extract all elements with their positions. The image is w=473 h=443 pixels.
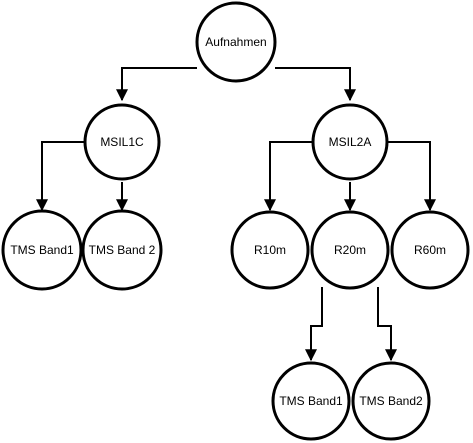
node-r20m: R20m	[310, 210, 390, 290]
node-circle	[311, 103, 389, 181]
node-r60m: R60m	[390, 210, 470, 290]
edge-r20m-tms-band2	[377, 287, 397, 362]
node-circle	[81, 209, 163, 291]
node-circle	[230, 210, 310, 290]
edge-msil2a-r60m	[387, 141, 436, 212]
node-label: TMS Band1	[10, 243, 74, 257]
node-label: R60m	[414, 243, 446, 257]
node-label: R20m	[334, 243, 366, 257]
node-tms-band1-l1c: TMS Band1	[1, 209, 83, 291]
node-circle	[351, 361, 431, 441]
edge-root-msil2a	[275, 67, 356, 102]
edge-root-msil1c	[116, 67, 197, 102]
node-tms-band2-r20m: TMS Band2	[351, 361, 431, 441]
edges	[36, 67, 436, 362]
node-label: TMS Band1	[279, 394, 343, 408]
node-msil1c: MSIL1C	[83, 103, 161, 181]
node-label: TMS Band 2	[89, 243, 156, 257]
node-tms-band1-r20m: TMS Band1	[271, 361, 351, 441]
node-circle	[271, 361, 351, 441]
node-aufnahmen: Aufnahmen	[195, 1, 277, 83]
node-msil2a: MSIL2A	[311, 103, 389, 181]
node-circle	[390, 210, 470, 290]
node-label: R10m	[254, 243, 286, 257]
node-circle	[310, 210, 390, 290]
node-circle	[83, 103, 161, 181]
node-label: Aufnahmen	[205, 35, 266, 49]
node-circle	[1, 209, 83, 291]
node-label: MSIL2A	[329, 135, 372, 149]
node-tms-band-2-l1c: TMS Band 2	[81, 209, 163, 291]
node-label: MSIL1C	[100, 135, 144, 149]
edge-msil2a-r10m	[264, 141, 313, 212]
node-r10m: R10m	[230, 210, 310, 290]
node-label: TMS Band2	[359, 394, 423, 408]
edge-msil1c-tms-band1	[36, 141, 85, 212]
edge-r20m-tms-band1	[305, 287, 323, 362]
node-circle	[195, 1, 277, 83]
